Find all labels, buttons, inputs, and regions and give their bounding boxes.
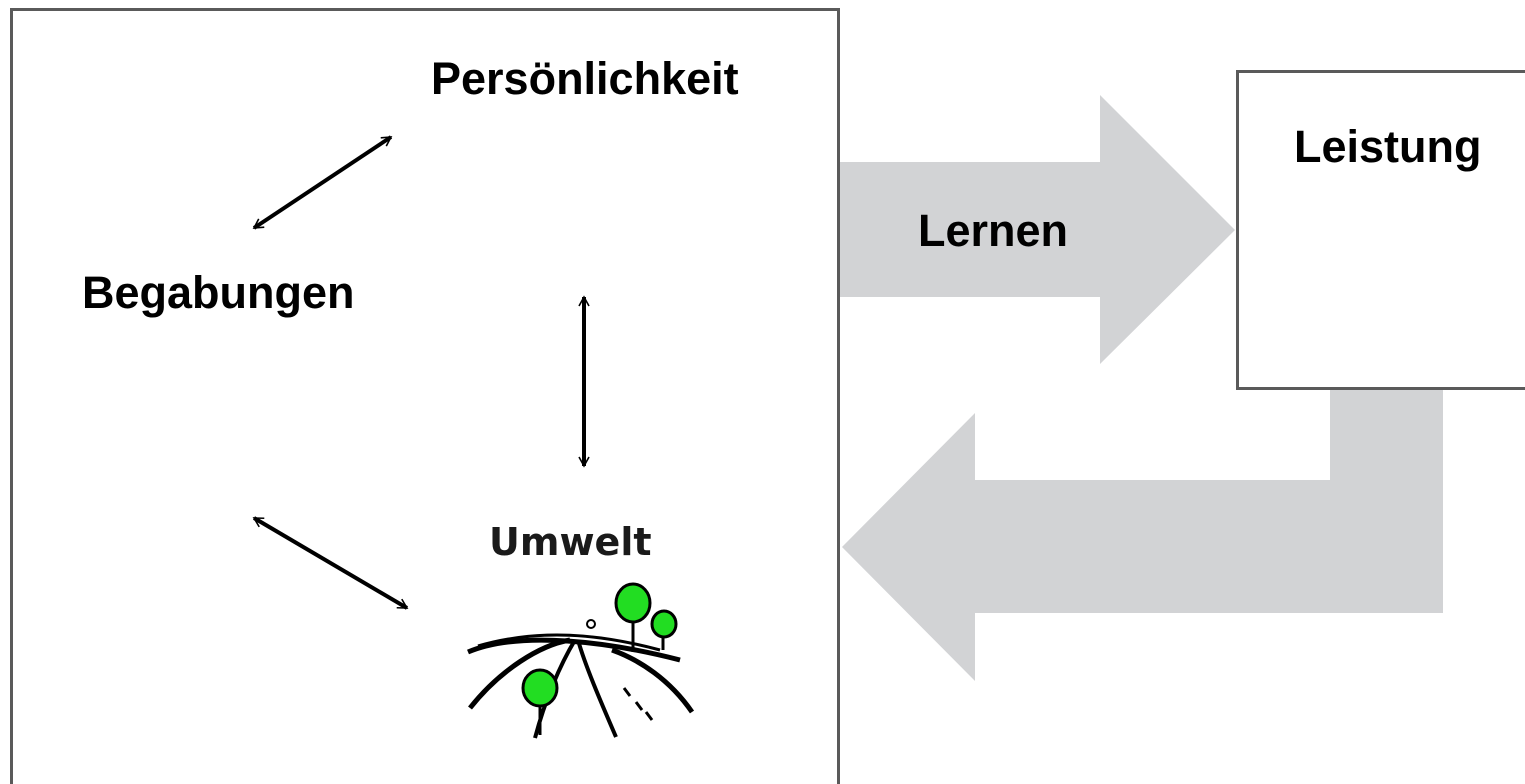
landscape-icon (467, 582, 695, 739)
personality-label: Persönlichkeit (431, 53, 739, 104)
learning-label: Lernen (918, 205, 1069, 256)
performance-label: Leistung (1294, 121, 1482, 172)
talents-personality-arrow (252, 135, 393, 230)
talents-label: Begabungen (82, 267, 355, 318)
learning-arrow (838, 95, 1235, 364)
talents-environment-arrow (252, 516, 409, 610)
person-environment-box (10, 8, 840, 784)
performance-box (1236, 70, 1525, 390)
feedback-arrow (842, 390, 1443, 681)
environment-label: Umwelt (489, 520, 652, 564)
